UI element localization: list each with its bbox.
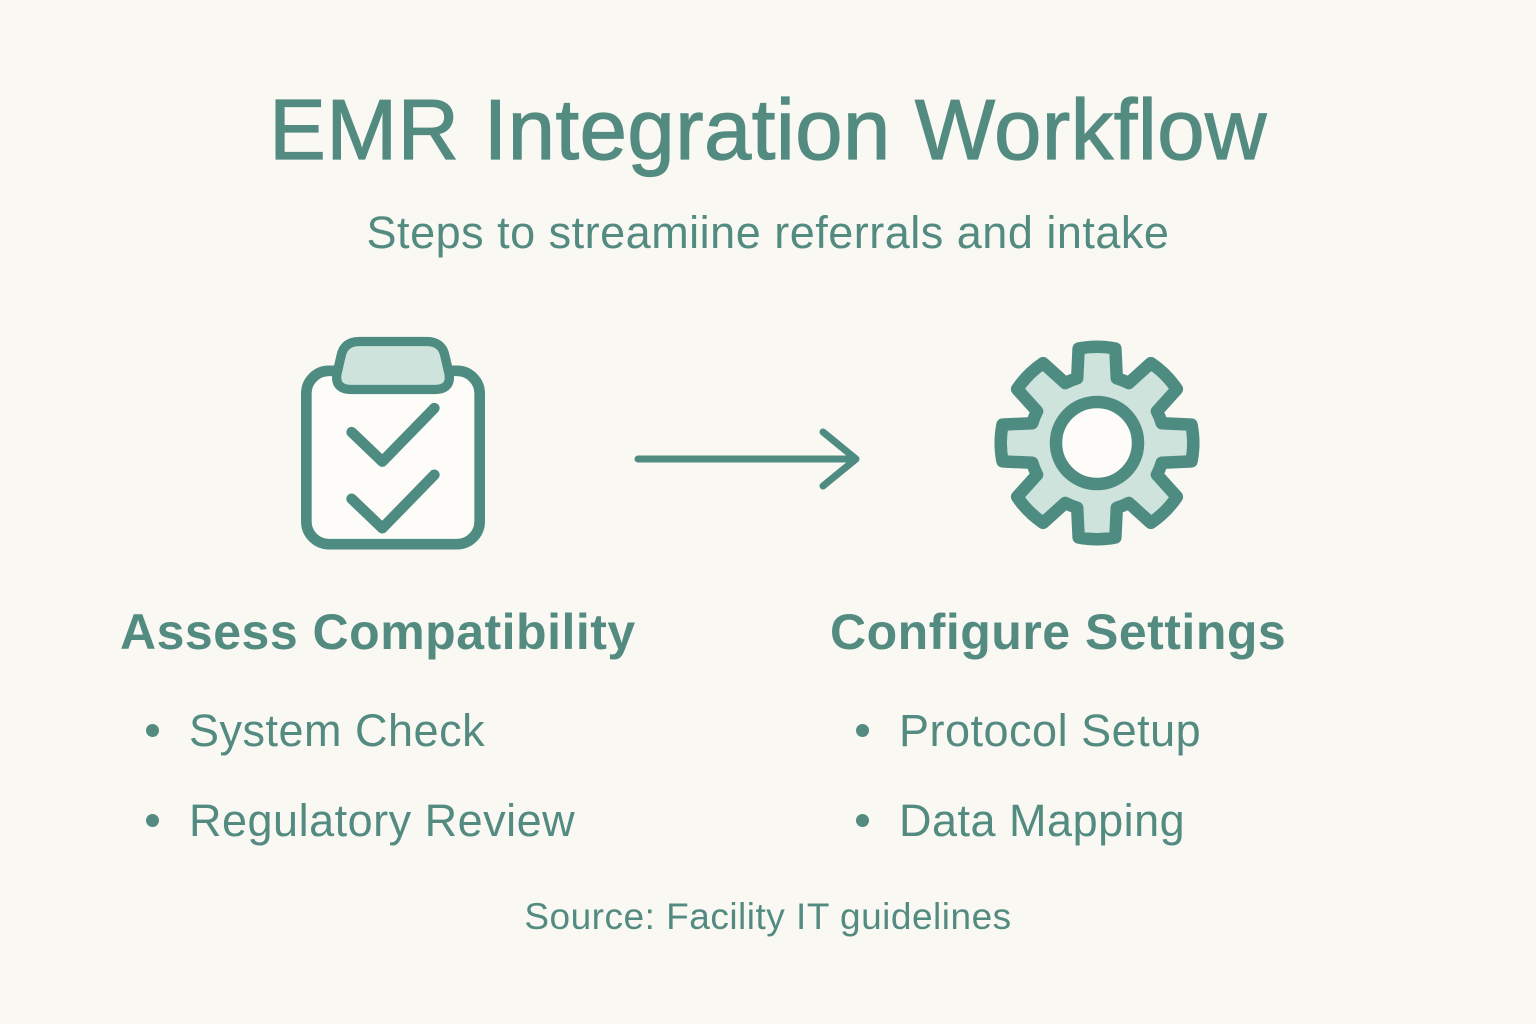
list-item: Regulatory Review (120, 794, 760, 848)
gear-icon (990, 336, 1204, 550)
clipboard-clip (331, 336, 455, 395)
checkmark-icon (346, 469, 440, 534)
bullet-dot-icon (856, 814, 869, 827)
list-item: Data Mapping (830, 794, 1470, 848)
arrow-right-icon (634, 427, 862, 491)
checkmark-icon (346, 402, 440, 467)
page-title: EMR Integration Workflow (269, 82, 1267, 178)
bullet-label: Regulatory Review (189, 794, 576, 846)
bullet-list: System Check Regulatory Review (120, 704, 760, 848)
page-subtitle: Steps to streamiine referrals and intake (366, 207, 1170, 258)
bullet-list: Protocol Setup Data Mapping (830, 704, 1470, 848)
clipboard-check-icon (293, 328, 493, 555)
step-configure-settings: Configure Settings Protocol Setup Data M… (830, 604, 1470, 848)
bullet-dot-icon (146, 814, 159, 827)
bullet-label: System Check (189, 704, 486, 756)
bullet-label: Data Mapping (899, 794, 1186, 846)
bullet-label: Protocol Setup (899, 704, 1202, 756)
step-assess-compatibility: Assess Compatibility System Check Regula… (120, 604, 760, 848)
bullet-dot-icon (146, 724, 159, 737)
list-item: Protocol Setup (830, 704, 1470, 758)
step-heading: Configure Settings (830, 604, 1287, 660)
arrow-head (819, 428, 860, 490)
source-note: Source: Facility IT guidelines (524, 896, 1012, 937)
bullet-dot-icon (856, 724, 869, 737)
gear-hub (1049, 395, 1145, 491)
step-heading: Assess Compatibility (120, 604, 636, 660)
list-item: System Check (120, 704, 760, 758)
